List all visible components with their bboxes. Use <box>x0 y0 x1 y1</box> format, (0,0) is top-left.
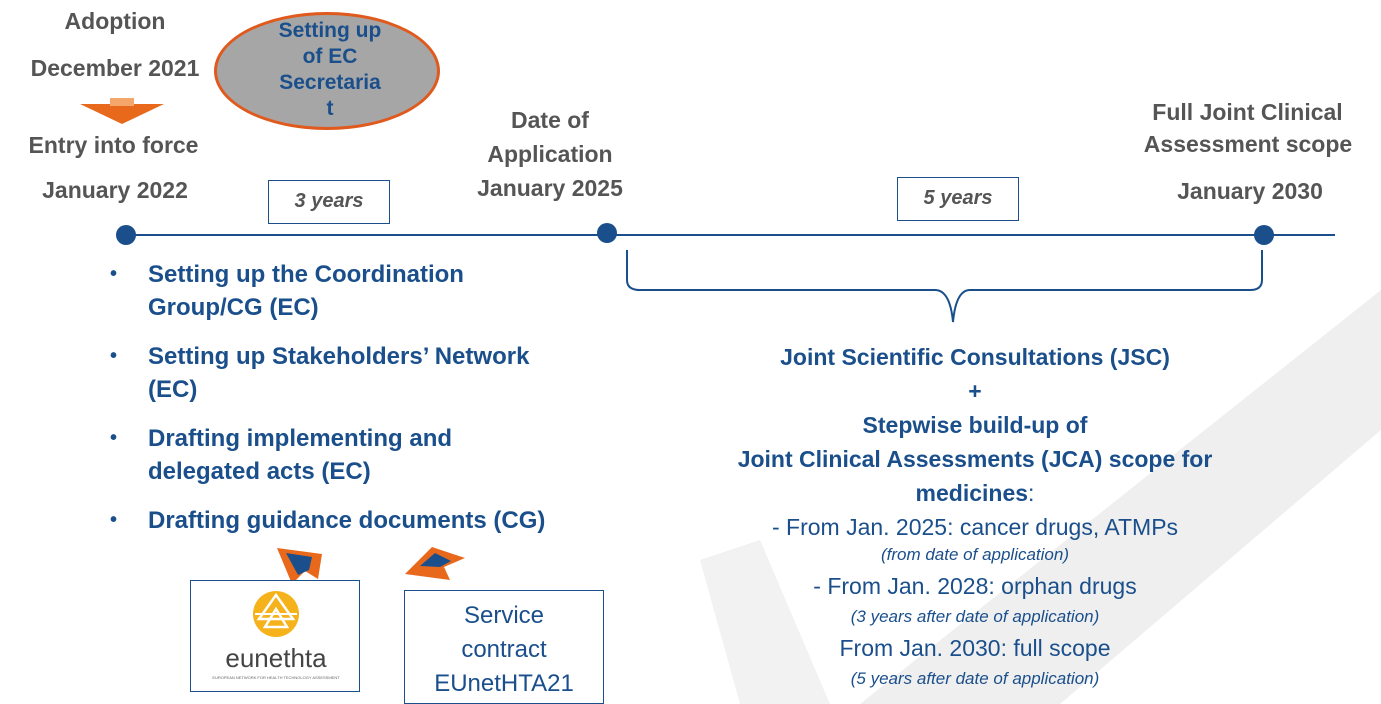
medicines-line: medicines: <box>660 476 1290 510</box>
activity-item: Drafting implementing and delegated acts… <box>110 422 650 488</box>
milestone-dot-2022 <box>116 225 136 245</box>
secretariat-line1: Setting up <box>278 19 382 42</box>
activity-item: Setting up the Coordination Group/CG (EC… <box>110 258 650 324</box>
activity-item: Drafting guidance documents (CG) <box>110 504 650 537</box>
activity-line: Drafting guidance documents (CG) <box>148 507 546 534</box>
scope-item-2028: - From Jan. 2028: orphan drugs <box>813 573 1137 599</box>
doa-date: January 2025 <box>477 175 623 201</box>
entry-into-force-label: Entry into force <box>28 132 199 158</box>
duration-3-years: 3 years <box>268 180 390 224</box>
activity-item: Setting up Stakeholders’ Network (EC) <box>110 340 650 406</box>
up-arrow-icon-right <box>405 547 465 580</box>
activity-line: Group/CG (EC) <box>148 294 319 321</box>
jca-title: Joint Clinical Assessments (JCA) scope f… <box>737 446 1213 472</box>
milestone-dot-2025 <box>597 223 617 243</box>
doa-line2: Application <box>487 141 613 167</box>
scope-note-2028: (3 years after date of application) <box>850 607 1100 626</box>
scope-block: Joint Scientific Consultations (JSC) + S… <box>660 340 1290 690</box>
stepwise-title: Stepwise build-up of <box>862 412 1088 438</box>
medicines-colon: : <box>1028 480 1035 506</box>
adoption-date: December 2021 <box>30 55 200 81</box>
secretariat-line2: of EC <box>302 45 358 68</box>
full-scope-date: January 2030 <box>1177 178 1323 204</box>
scope-item-2030: From Jan. 2030: full scope <box>839 635 1111 661</box>
activity-line: Setting up Stakeholders’ Network <box>148 343 530 370</box>
service-contract-box: Service contract EUnetHTA21 <box>404 590 604 704</box>
down-arrow-icon <box>80 104 164 124</box>
service-line3: EUnetHTA21 <box>434 670 574 697</box>
milestone-dot-2030 <box>1254 225 1274 245</box>
eunethta-logo-text: eunethta <box>225 643 327 673</box>
activity-line: (EC) <box>148 376 198 403</box>
up-arrow-icon-left <box>277 548 322 584</box>
service-line1: Service <box>463 602 545 629</box>
service-line2: contract <box>461 636 547 663</box>
jsc-title: Joint Scientific Consultations (JSC) <box>780 344 1170 370</box>
duration-5-years: 5 years <box>897 177 1019 221</box>
doa-line1: Date of <box>511 107 589 133</box>
activities-list: Setting up the Coordination Group/CG (EC… <box>110 258 650 553</box>
medicines-word: medicines <box>915 480 1029 506</box>
activity-line: Drafting implementing and <box>148 425 453 452</box>
full-scope-line1: Full Joint Clinical <box>1152 99 1343 125</box>
adoption-label: Adoption <box>64 8 166 34</box>
scope-note-2025: (from date of application) <box>880 545 1070 564</box>
secretariat-line4: t <box>326 97 334 120</box>
scope-note-2030: (5 years after date of application) <box>850 669 1100 688</box>
activity-line: Setting up the Coordination <box>148 261 464 288</box>
eunethta-box: eunethta EUROPEAN NETWORK FOR HEALTH TEC… <box>190 580 360 692</box>
activity-line: delegated acts (EC) <box>148 458 371 485</box>
scope-brace <box>626 250 1263 323</box>
eunethta-tagline: EUROPEAN NETWORK FOR HEALTH TECHNOLOGY A… <box>212 675 340 680</box>
secretariat-ellipse <box>214 12 440 130</box>
full-scope-line2: Assessment scope <box>1143 131 1353 157</box>
entry-into-force-date: January 2022 <box>42 177 188 203</box>
secretariat-text: Setting up of EC Secretaria t <box>250 18 410 122</box>
secretariat-line3: Secretaria <box>279 71 381 94</box>
eunethta-logo-icon <box>253 591 299 637</box>
scope-item-2025: - From Jan. 2025: cancer drugs, ATMPs <box>771 514 1179 540</box>
plus-sign: + <box>968 378 982 404</box>
